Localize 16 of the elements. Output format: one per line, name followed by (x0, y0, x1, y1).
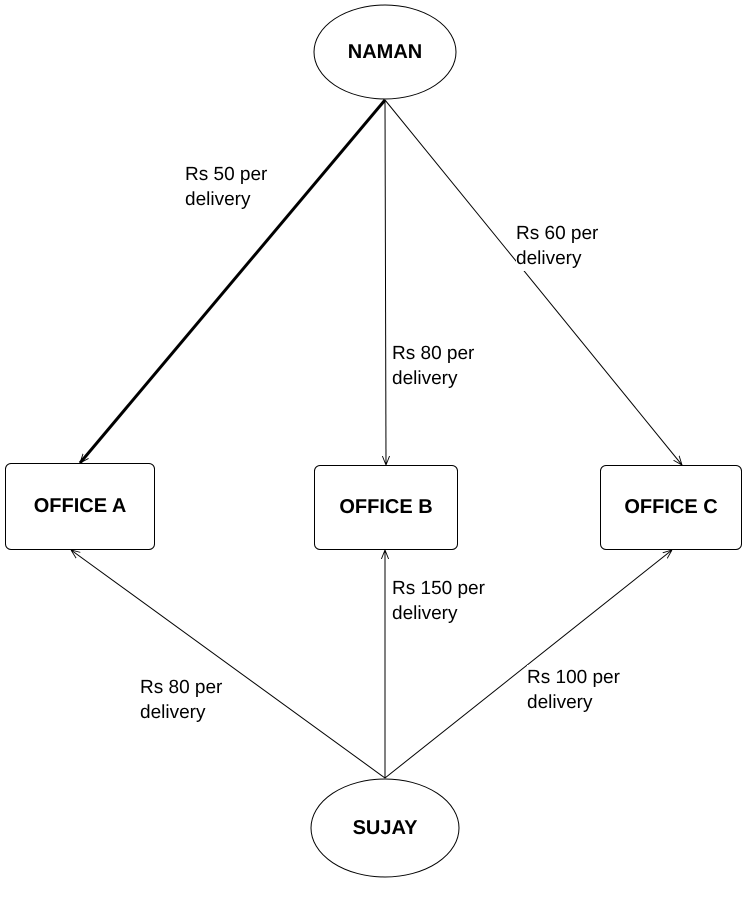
arrow (384, 550, 672, 778)
node-label: OFFICE B (339, 496, 433, 519)
ellipse-node (310, 778, 460, 878)
node-label: OFFICE C (624, 496, 718, 519)
arrow (70, 550, 386, 778)
arrow (382, 100, 390, 466)
node-label: SUJAY (352, 816, 418, 840)
arrow (380, 550, 390, 778)
node-label: NAMAN (348, 40, 422, 64)
office-box (600, 465, 742, 550)
office-box (314, 465, 458, 550)
office-box (5, 463, 155, 550)
ellipse-node (313, 4, 457, 100)
arrow (78, 99, 386, 464)
node-label: OFFICE A (34, 495, 126, 518)
arrow (384, 100, 682, 466)
